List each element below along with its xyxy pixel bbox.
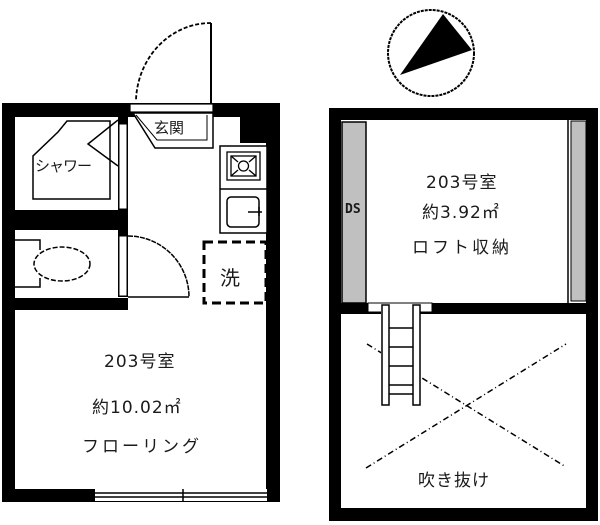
north-arrow-icon bbox=[387, 9, 475, 97]
sink-icon bbox=[226, 196, 262, 228]
shower-tray bbox=[32, 119, 119, 200]
toilet-door bbox=[127, 235, 190, 298]
ladder-icon bbox=[381, 304, 421, 406]
window-bottom bbox=[95, 489, 267, 501]
duct-space bbox=[341, 121, 367, 304]
void-cross-lines bbox=[365, 343, 567, 469]
void-label: 吹き抜け bbox=[418, 471, 490, 491]
stove-icon bbox=[226, 151, 261, 181]
duct-space-label: DS bbox=[345, 202, 361, 217]
loft-room-area: 約3.92㎡ bbox=[422, 203, 500, 223]
entrance-door bbox=[135, 22, 212, 103]
shower-label: シャワー bbox=[35, 157, 92, 175]
loft-floor bbox=[329, 108, 598, 521]
entrance-threshold bbox=[129, 103, 214, 113]
entrance-label: 玄関 bbox=[154, 119, 185, 137]
washer-space bbox=[202, 240, 268, 305]
main-room-area: 約10.02㎡ bbox=[92, 398, 182, 418]
loft-room-type: ロフト収納 bbox=[412, 238, 512, 258]
main-room-floor-type: フローリング bbox=[82, 437, 202, 457]
pipe-space bbox=[570, 120, 587, 302]
loft-room-name: 203号室 bbox=[426, 173, 498, 193]
main-floor bbox=[2, 22, 280, 502]
genkan-step bbox=[131, 112, 214, 149]
toilet-fixture bbox=[15, 239, 91, 288]
washer-label: 洗 bbox=[220, 266, 241, 290]
main-room-name: 203号室 bbox=[104, 352, 176, 372]
